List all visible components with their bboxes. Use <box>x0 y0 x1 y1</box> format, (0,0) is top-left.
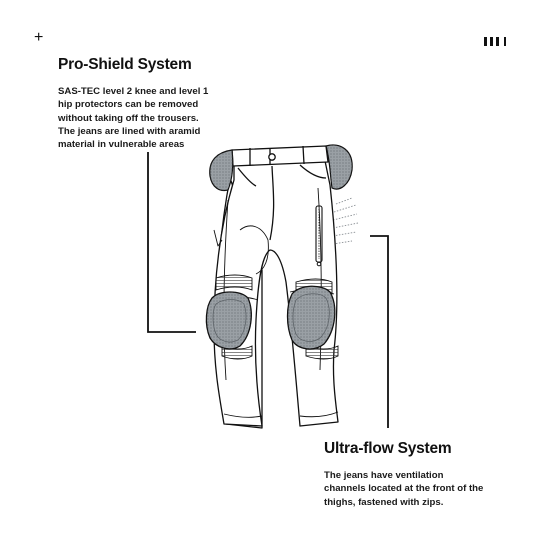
pro-shield-callout: Pro-Shield System SAS-TEC level 2 knee a… <box>58 56 258 151</box>
bar-1 <box>484 37 487 46</box>
ventilation-zip <box>315 205 323 267</box>
menu-bars-icon[interactable] <box>484 37 506 46</box>
airflow-marks <box>332 197 359 245</box>
hip-protector-right <box>325 144 353 190</box>
ultra-flow-title: Ultra-flow System <box>324 440 452 457</box>
ultra-flow-description: The jeans have ventilation channels loca… <box>324 470 484 508</box>
ultra-flow-callout: Ultra-flow System The jeans have ventila… <box>324 440 524 509</box>
plus-icon[interactable]: + <box>34 29 44 46</box>
leader-line-right <box>370 235 389 428</box>
bar-2 <box>490 37 493 46</box>
hip-protector-left <box>209 149 234 192</box>
knee-protector-right <box>286 285 336 350</box>
knee-protector-left <box>205 291 252 350</box>
bar-4 <box>504 37 506 46</box>
bar-3 <box>496 37 499 46</box>
pro-shield-description: SAS-TEC level 2 knee and level 1 hip pro… <box>58 86 209 151</box>
leader-line-left <box>147 152 196 333</box>
pro-shield-title: Pro-Shield System <box>58 56 192 73</box>
